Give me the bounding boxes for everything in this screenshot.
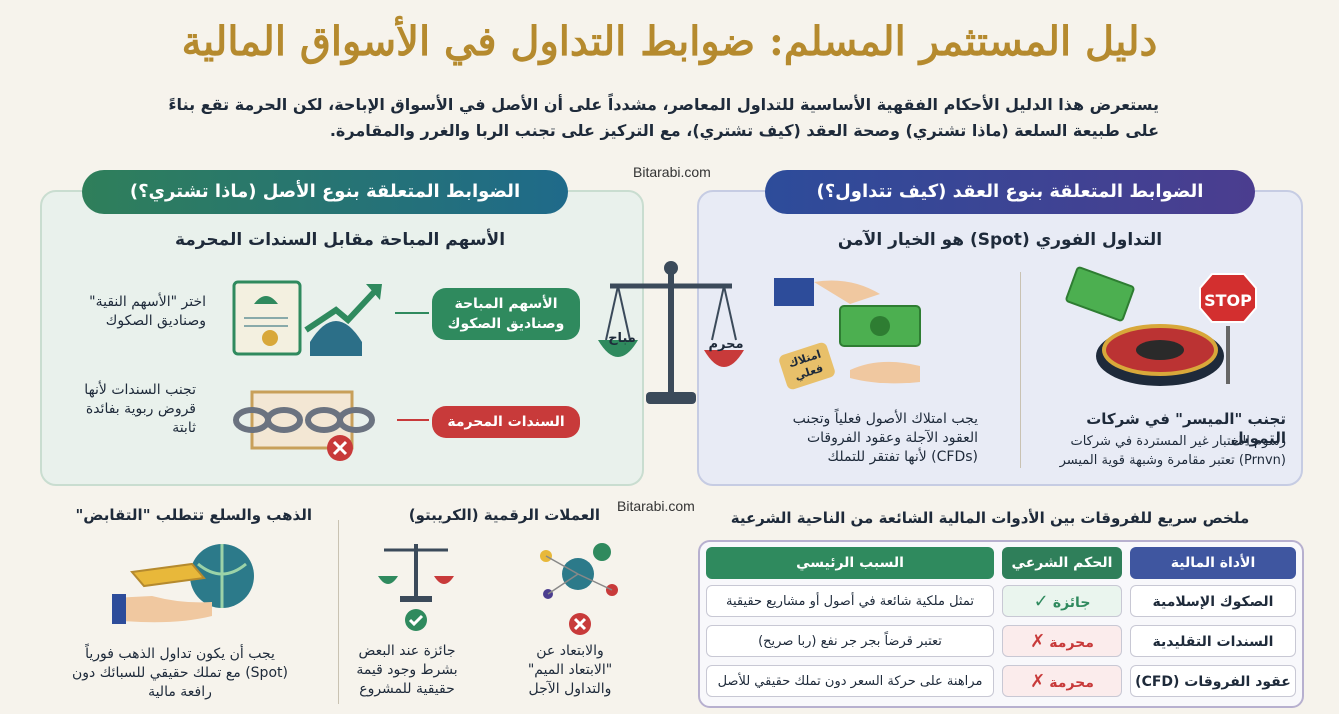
broken-chain-icon [232, 384, 382, 464]
table-cell-ruling: محرمة ✗ [1002, 665, 1122, 697]
table-cell-reason: مراهنة على حركة السعر دون تملك حقيقي للأ… [706, 665, 994, 697]
watermark: Bitarabi.com [617, 498, 695, 514]
gold-text: يجب أن يكون تداول الذهب فورياً (Spot) مع… [72, 646, 288, 700]
crypto-network-icon [534, 540, 624, 636]
crypto-title: العملات الرقمية (الكريبتو) [408, 506, 600, 524]
table-cell-instrument: عقود الفروقات (CFD) [1130, 665, 1296, 697]
allowed-shares-note: اختر "الأسهم النقية" وصناديق الصكوك [89, 294, 206, 329]
crypto-allowed-text: جائزة عند البعض بشرط وجود قيمة حقيقية لل… [356, 643, 458, 697]
contract-subtitle: التداول الفوري (Spot) هو الخيار الآمن [837, 230, 1163, 250]
forbidden-bonds-note: تجنب السندات لأنها قروض ربوية بفائدة ثاب… [84, 382, 196, 436]
divider [1020, 272, 1021, 468]
page-title: دليل المستثمر المسلم: ضوابط التداول في ا… [181, 18, 1158, 65]
table-cell-ruling: جائزة ✓ [1002, 585, 1122, 617]
money-exchange-icon [770, 270, 930, 400]
crypto-avoid-text: والابتعاد عن "الابتعاد الميم" والتداول ا… [527, 643, 613, 697]
check-icon: ✓ [1033, 591, 1049, 612]
table-header-instrument: الأداة المالية [1130, 547, 1296, 579]
table-cell-reason: تمثل ملكية شائعة في أصول أو مشاريع حقيقي… [706, 585, 994, 617]
ruling-text: محرمة [1049, 675, 1094, 691]
scale-left-label: مباح [608, 331, 636, 346]
crypto-scale-icon [376, 536, 456, 632]
divider [338, 520, 339, 704]
gambling-text: رسوم الاختبار غير المستردة في شركات (Prn… [1059, 434, 1286, 468]
forbidden-bonds-tag: السندات المحرمة [432, 406, 580, 438]
scale-icon [596, 252, 746, 412]
table-title: ملخص سريع للفروقات بين الأدوات المالية ا… [730, 509, 1250, 527]
arrow-line [397, 419, 429, 421]
allowed-shares-tag: الأسهم المباحة وصناديق الصكوك [432, 288, 580, 340]
arrow-line [395, 312, 429, 314]
cross-icon: ✗ [1030, 631, 1046, 652]
contract-section-header: الضوابط المتعلقة بنوع العقد (كيف تتداول؟… [765, 170, 1255, 214]
table-header-ruling: الحكم الشرعي [1002, 547, 1122, 579]
ruling-text: جائزة [1052, 595, 1091, 611]
gambling-roulette-icon [1060, 266, 1260, 394]
asset-section-header: الضوابط المتعلقة بنوع الأصل (ماذا تشتري؟… [82, 170, 568, 214]
cross-icon: ✗ [1030, 671, 1046, 692]
table-cell-ruling: محرمة ✗ [1002, 625, 1122, 657]
table-cell-reason: تعتبر قرضاً بجر جر نفع (ربا صريح) [706, 625, 994, 657]
gold-title: الذهب والسلع تتطلب "التقابض" [75, 506, 312, 524]
table-header-reason: السبب الرئيسي [706, 547, 994, 579]
table-cell-instrument: الصكوك الإسلامية [1130, 585, 1296, 617]
scale-right-label: محرم [708, 337, 744, 352]
table-cell-instrument: السندات التقليدية [1130, 625, 1296, 657]
asset-subtitle: الأسهم المباحة مقابل السندات المحرمة [174, 230, 506, 250]
stop-sign-label: STOP [1204, 291, 1252, 310]
ruling-text: محرمة [1049, 635, 1094, 651]
gold-globe-icon [112, 534, 262, 634]
watermark: Bitarabi.com [633, 164, 711, 180]
shares-certificate-icon [226, 270, 386, 360]
intro-text: يستعرض هذا الدليل الأحكام الفقهية الأساس… [168, 95, 1159, 140]
spot-ownership-text: يجب امتلاك الأصول فعلياً وتجنب العقود ال… [792, 411, 978, 465]
gambling-title: تجنب "الميسر" في شركات التمويل [1086, 410, 1286, 447]
